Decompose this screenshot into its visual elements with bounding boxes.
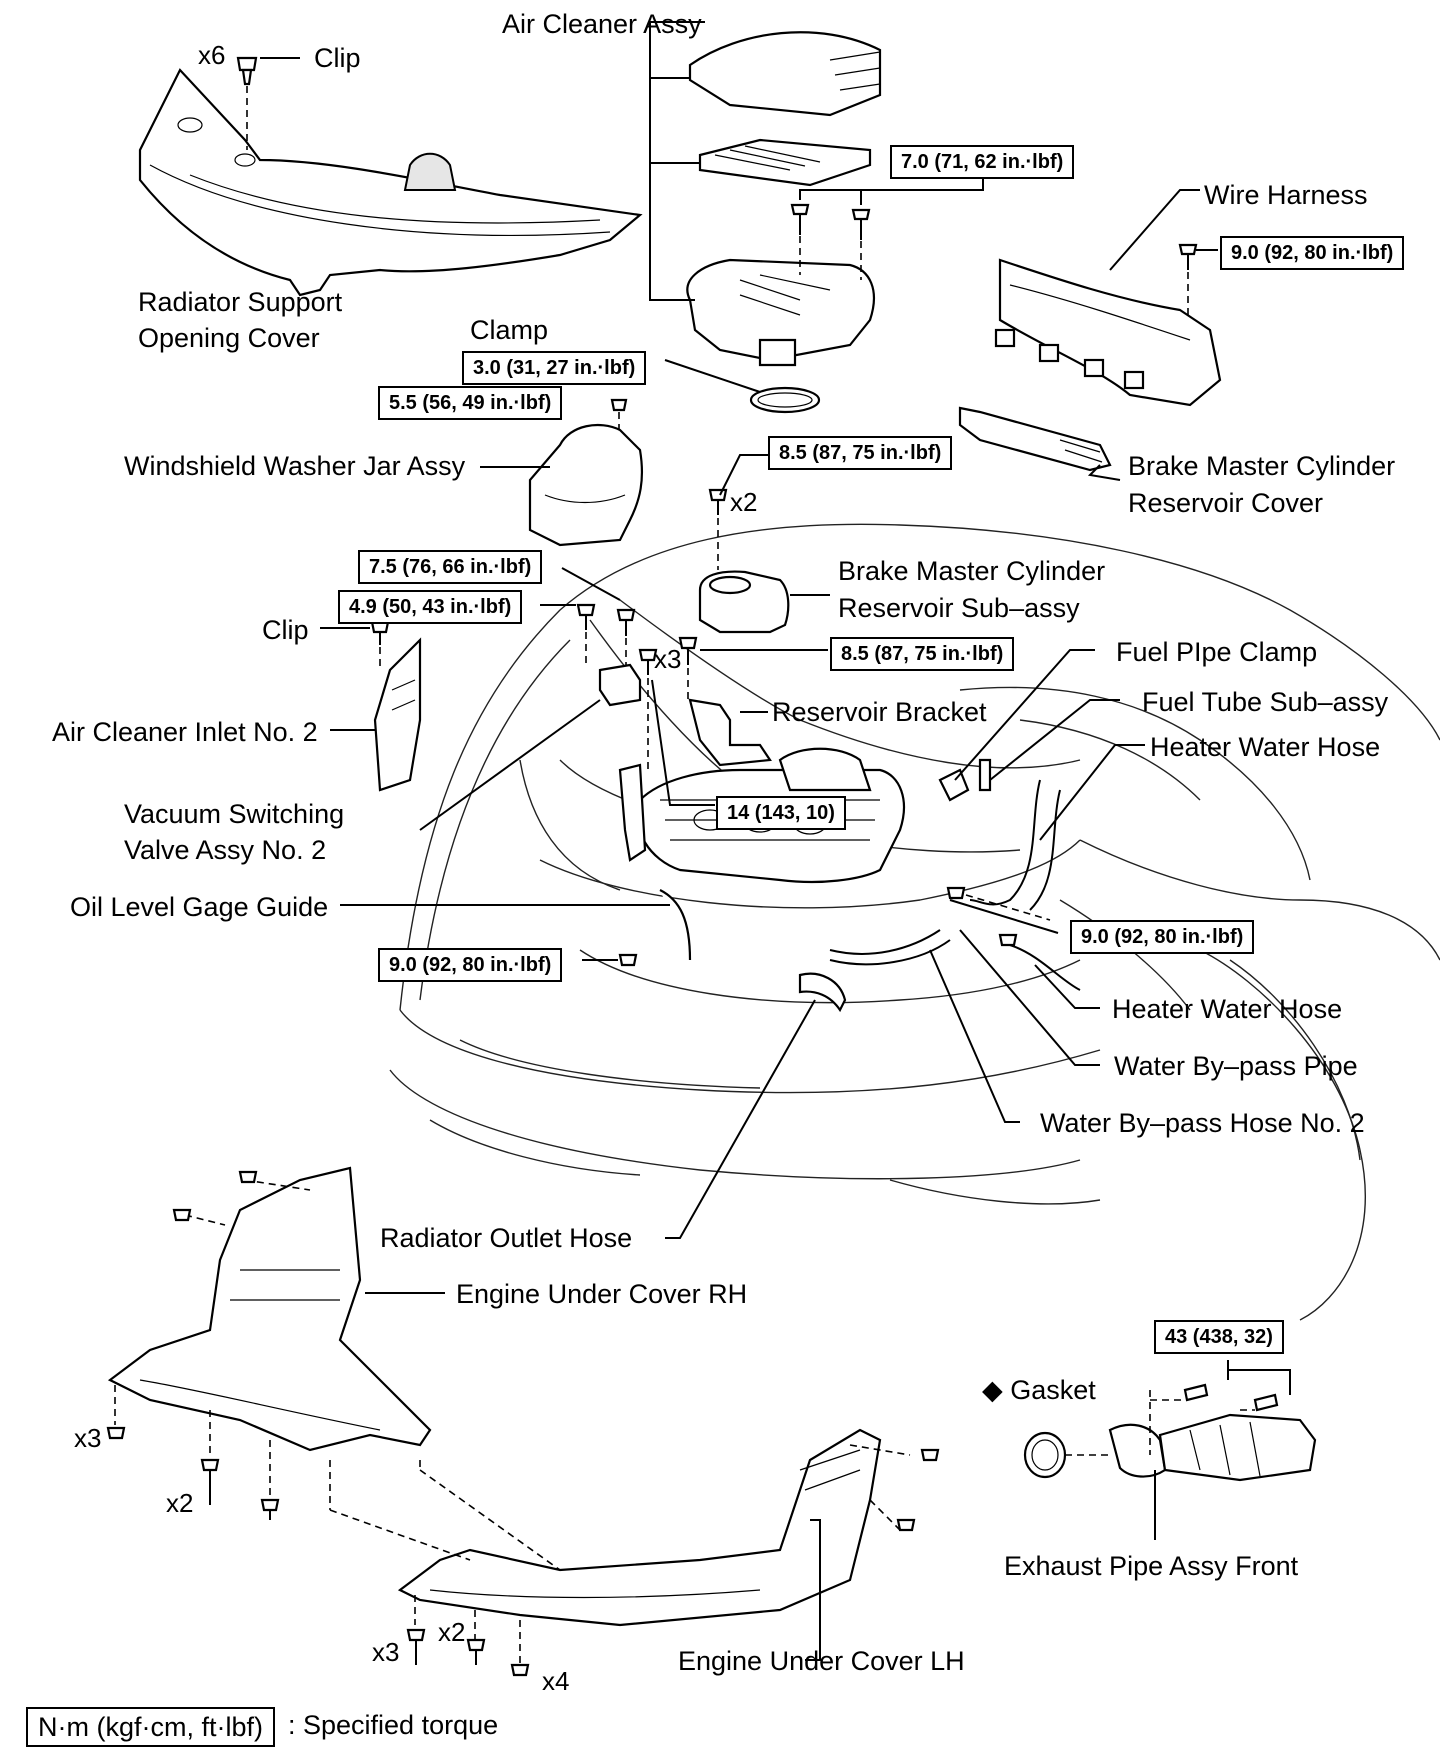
oil-level-gage-guide-drawing: [340, 648, 715, 967]
vacuum-switching-valve-drawing: [419, 567, 642, 831]
qty-lh-c: x4: [542, 1666, 570, 1696]
vehicle-body-outline: [389, 523, 1440, 1321]
label-oil-level-gage: Oil Level Gage Guide: [70, 892, 329, 922]
fuel-and-heater-hose-drawing: [938, 649, 1145, 934]
label-vsv-1: Vacuum Switching: [124, 799, 345, 829]
exhaust-pipe-drawing: [1023, 1360, 1317, 1540]
brake-reservoir-cover-drawing: [958, 406, 1121, 481]
label-brake-cover-1: Brake Master Cylinder: [1128, 451, 1396, 481]
label-brake-sub-2: Reservoir Sub–assy: [838, 593, 1080, 623]
reservoir-bracket-drawing: [678, 636, 828, 767]
engine-under-cover-rh-drawing: [106, 1166, 445, 1520]
label-water-bypass-hose: Water By–pass Hose No. 2: [1040, 1108, 1365, 1138]
radiator-outlet-hose-drawing: [665, 972, 847, 1239]
windshield-washer-jar-drawing: [480, 398, 644, 547]
torque-bracket: 8.5 (87, 75 in.·lbf): [830, 637, 1015, 671]
qty-bracket: x3: [654, 644, 682, 674]
air-cleaner-inlet-drawing: [320, 620, 422, 792]
qty-reservoir: x2: [730, 487, 758, 517]
label-air-cleaner-inlet: Air Cleaner Inlet No. 2: [52, 717, 318, 747]
clamp-drawing: [664, 359, 821, 414]
qty-clip: x6: [198, 40, 226, 70]
torque-washer: 5.5 (56, 49 in.·lbf): [378, 386, 563, 420]
label-heater-hose-lower: Heater Water Hose: [1112, 994, 1343, 1024]
torque-gage: 14 (143, 10): [716, 796, 846, 830]
label-under-cover-lh: Engine Under Cover LH: [678, 1646, 965, 1676]
label-water-bypass-pipe: Water By–pass Pipe: [1114, 1051, 1358, 1081]
label-windshield-washer: Windshield Washer Jar Assy: [124, 451, 466, 481]
label-air-cleaner-assy: Air Cleaner Assy: [502, 9, 702, 39]
brake-reservoir-sub-assy-drawing: [698, 454, 830, 634]
label-radiator-outlet-hose: Radiator Outlet Hose: [380, 1223, 633, 1253]
label-radiator-support-2: Opening Cover: [138, 323, 320, 353]
label-radiator-support-1: Radiator Support: [138, 287, 343, 317]
label-gasket: ◆ Gasket: [982, 1375, 1096, 1405]
torque-inlet: 4.9 (50, 43 in.·lbf): [338, 590, 523, 624]
radiator-support-opening-cover-drawing: [138, 68, 643, 297]
air-cleaner-assy-drawing: [649, 21, 984, 367]
label-vsv-2: Valve Assy No. 2: [124, 835, 327, 865]
label-wire-harness: Wire Harness: [1204, 180, 1368, 210]
torque-wire-harness: 9.0 (92, 80 in.·lbf): [1220, 236, 1405, 270]
torque-bypass: 9.0 (92, 80 in.·lbf): [1070, 920, 1255, 954]
label-fuel-pipe-clamp: Fuel PIpe Clamp: [1116, 637, 1318, 667]
torque-oil: 9.0 (92, 80 in.·lbf): [378, 948, 563, 982]
label-clip-top: Clip: [314, 43, 361, 73]
water-bypass-drawing: [829, 929, 1100, 1123]
torque-reservoir-cover: 8.5 (87, 75 in.·lbf): [768, 436, 953, 470]
legend-torque-unit: N·m (kgf·cm, ft·lbf): [26, 1707, 275, 1747]
label-exhaust-pipe: Exhaust Pipe Assy Front: [1004, 1551, 1299, 1581]
label-under-cover-rh: Engine Under Cover RH: [456, 1279, 748, 1309]
torque-vsv: 7.5 (76, 66 in.·lbf): [358, 550, 543, 584]
qty-rh-a: x3: [74, 1423, 102, 1453]
torque-exhaust: 43 (438, 32): [1154, 1320, 1284, 1354]
label-brake-cover-2: Reservoir Cover: [1128, 488, 1324, 518]
qty-lh-a: x3: [372, 1637, 400, 1667]
legend-text: : Specified torque: [288, 1710, 499, 1740]
label-reservoir-bracket: Reservoir Bracket: [772, 697, 987, 727]
label-brake-sub-1: Brake Master Cylinder: [838, 556, 1106, 586]
torque-clamp: 3.0 (31, 27 in.·lbf): [462, 351, 647, 385]
label-heater-hose-upper: Heater Water Hose: [1150, 732, 1381, 762]
label-clip-inlet: Clip: [262, 615, 309, 645]
qty-lh-b: x2: [438, 1617, 466, 1647]
torque-air-cleaner: 7.0 (71, 62 in.·lbf): [890, 145, 1075, 179]
clip-top-drawing: [236, 56, 300, 150]
wire-harness-drawing: [994, 189, 1222, 407]
qty-rh-b: x2: [166, 1488, 194, 1518]
label-fuel-tube: Fuel Tube Sub–assy: [1142, 687, 1389, 717]
label-clamp: Clamp: [470, 315, 549, 345]
engine-under-cover-lh-drawing: [329, 1428, 940, 1677]
